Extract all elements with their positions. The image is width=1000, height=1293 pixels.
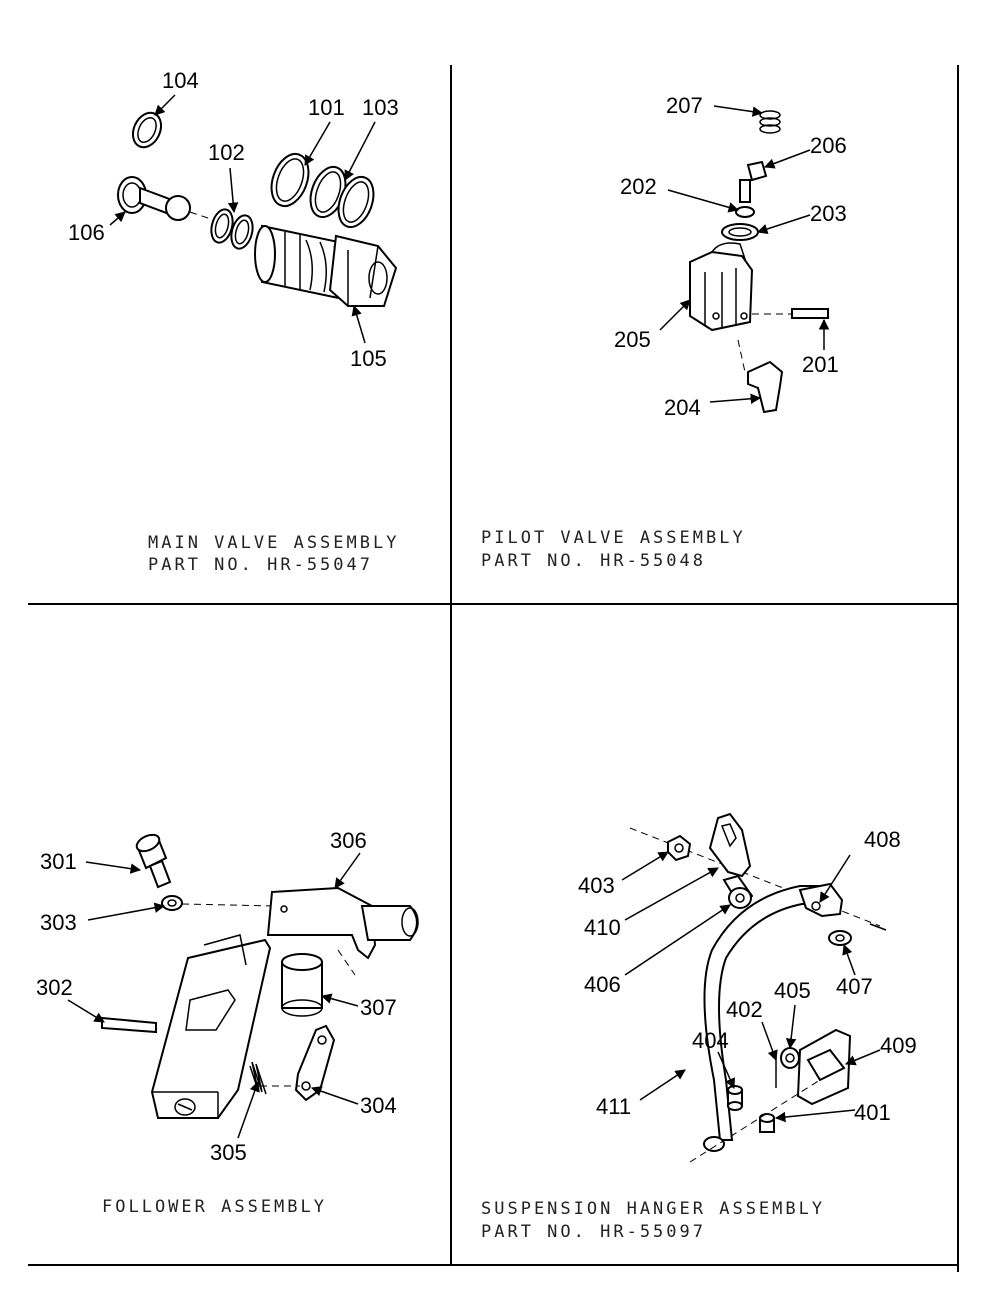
callout-103: 103 xyxy=(362,95,399,120)
callout-409: 409 xyxy=(880,1033,917,1058)
callout-307: 307 xyxy=(360,995,397,1020)
callout-306: 306 xyxy=(330,828,367,853)
pilot-valve-caption-title: PILOT VALVE ASSEMBLY xyxy=(481,528,746,548)
callout-106: 106 xyxy=(68,220,105,245)
suspension-hanger-caption-title: SUSPENSION HANGER ASSEMBLY xyxy=(481,1199,825,1219)
pilot-valve-callouts: 207 206 202 203 205 201 204 xyxy=(614,93,847,420)
callout-304: 304 xyxy=(360,1093,397,1118)
callout-403: 403 xyxy=(578,873,615,898)
follower-drawing xyxy=(101,833,419,1119)
callout-302: 302 xyxy=(36,975,73,1000)
callout-410: 410 xyxy=(584,915,621,940)
follower-panel: 306 301 303 302 307 304 305 FOLLOWER ASS… xyxy=(36,828,419,1217)
main-valve-caption-title: MAIN VALVE ASSEMBLY xyxy=(148,533,399,553)
callout-101: 101 xyxy=(308,95,345,120)
callout-206: 206 xyxy=(810,133,847,158)
suspension-hanger-caption-part: PART NO. HR-55097 xyxy=(481,1222,706,1242)
main-valve-panel: 104 101 103 102 106 105 MAIN VALVE ASSEM… xyxy=(68,68,399,575)
pilot-valve-panel: 207 206 202 203 205 201 204 PILOT VALVE … xyxy=(481,93,847,571)
panel-dividers xyxy=(28,65,959,1272)
callout-207: 207 xyxy=(666,93,703,118)
pilot-valve-drawing xyxy=(689,110,829,414)
callout-301: 301 xyxy=(40,849,77,874)
callout-104: 104 xyxy=(162,68,199,93)
callout-204: 204 xyxy=(664,395,701,420)
callout-405: 405 xyxy=(774,978,811,1003)
callout-105: 105 xyxy=(350,346,387,371)
callout-305: 305 xyxy=(210,1140,247,1165)
suspension-hanger-leaders xyxy=(621,851,881,1123)
callout-102: 102 xyxy=(208,140,245,165)
callout-402: 402 xyxy=(726,997,763,1022)
main-valve-caption-part: PART NO. HR-55047 xyxy=(148,555,373,575)
main-valve-callouts: 104 101 103 102 106 105 xyxy=(68,68,399,371)
main-valve-drawing xyxy=(117,111,398,307)
follower-caption-title: FOLLOWER ASSEMBLY xyxy=(102,1197,327,1217)
callout-201: 201 xyxy=(802,352,839,377)
callout-407: 407 xyxy=(836,974,873,999)
follower-leaders xyxy=(67,852,361,1139)
pilot-valve-caption-part: PART NO. HR-55048 xyxy=(481,551,706,571)
main-valve-leaders xyxy=(109,94,376,344)
callout-408: 408 xyxy=(864,827,901,852)
callout-205: 205 xyxy=(614,327,651,352)
callout-401: 401 xyxy=(854,1100,891,1125)
callout-203: 203 xyxy=(810,201,847,226)
callout-404: 404 xyxy=(692,1028,729,1053)
pilot-valve-leaders xyxy=(659,105,830,404)
suspension-hanger-panel: 408 403 410 406 407 405 402 409 404 411 … xyxy=(481,812,917,1242)
callout-406: 406 xyxy=(584,972,621,997)
follower-callouts: 306 301 303 302 307 304 305 xyxy=(36,828,397,1165)
suspension-hanger-callouts: 408 403 410 406 407 405 402 409 404 411 … xyxy=(578,827,917,1125)
suspension-hanger-drawing xyxy=(629,812,887,1163)
callout-303: 303 xyxy=(40,910,77,935)
callout-202: 202 xyxy=(620,174,657,199)
callout-411: 411 xyxy=(596,1094,631,1119)
